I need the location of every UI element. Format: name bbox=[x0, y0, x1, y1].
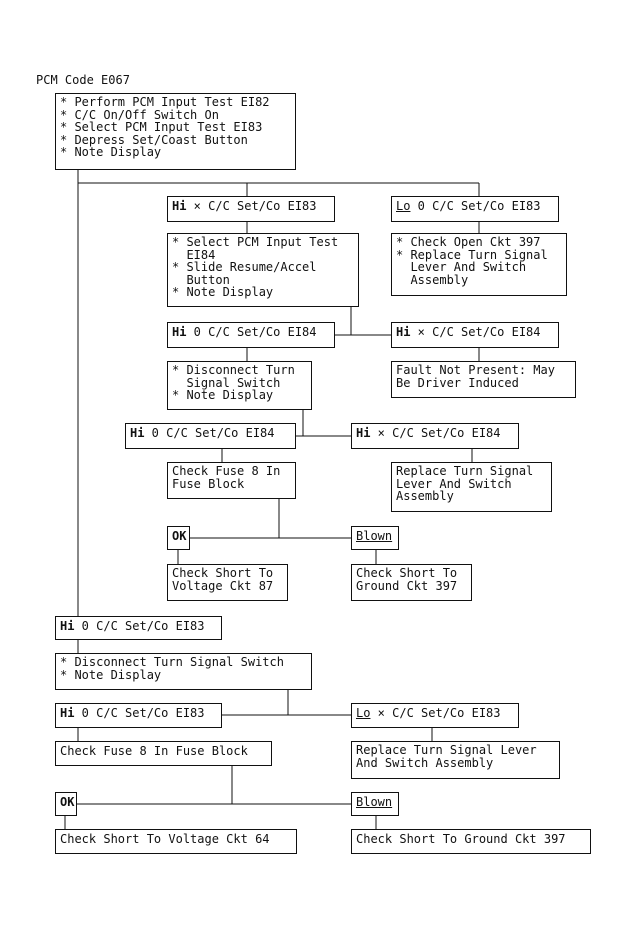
lo-0-ei83-result: Lo 0 C/C Set/Co EI83 bbox=[391, 196, 559, 222]
result-text: 0 C/C Set/Co EI84 bbox=[144, 426, 275, 440]
ok-label-b: OK bbox=[55, 792, 77, 816]
hi-0-ei83-result-a: Hi 0 C/C Set/Co EI83 bbox=[55, 616, 222, 640]
level-label: Lo bbox=[396, 199, 411, 213]
blown-label-a: Blown bbox=[351, 526, 399, 550]
select-ei84-step-box: * Select PCM Input Test EI84 * Slide Res… bbox=[167, 233, 359, 307]
page-title: PCM Code E067 bbox=[36, 73, 130, 87]
check-short-ground-397-box-b: Check Short To Ground Ckt 397 bbox=[351, 829, 591, 854]
check-short-ground-397-box-a: Check Short To Ground Ckt 397 bbox=[351, 564, 472, 601]
result-text: × C/C Set/Co EI83 bbox=[186, 199, 317, 213]
hi-x-ei84-result-b: Hi × C/C Set/Co EI84 bbox=[351, 423, 519, 449]
start-step-box: * Perform PCM Input Test EI82 * C/C On/O… bbox=[55, 93, 296, 170]
level-label: Hi bbox=[130, 426, 145, 440]
level-label: Hi bbox=[356, 426, 371, 440]
level-label: Hi bbox=[396, 325, 411, 339]
check-fuse-box-b: Check Fuse 8 In Fuse Block bbox=[55, 741, 272, 766]
lo-x-ei83-result: Lo × C/C Set/Co EI83 bbox=[351, 703, 519, 728]
hi-x-ei83-result: Hi × C/C Set/Co EI83 bbox=[167, 196, 335, 222]
level-label: Hi bbox=[172, 199, 187, 213]
level-label: Hi bbox=[172, 325, 187, 339]
disconnect-turn-signal-box-a: * Disconnect Turn Signal Switch * Note D… bbox=[167, 361, 312, 410]
hi-0-ei83-result-b: Hi 0 C/C Set/Co EI83 bbox=[55, 703, 222, 728]
level-label: Hi bbox=[60, 706, 75, 720]
result-text: 0 C/C Set/Co EI83 bbox=[74, 619, 205, 633]
replace-turn-signal-box-a: Replace Turn Signal Lever And Switch Ass… bbox=[391, 462, 552, 512]
check-open-ckt-box: * Check Open Ckt 397 * Replace Turn Sign… bbox=[391, 233, 567, 296]
hi-x-ei84-result-a: Hi × C/C Set/Co EI84 bbox=[391, 322, 559, 348]
result-text: × C/C Set/Co EI84 bbox=[410, 325, 541, 339]
disconnect-turn-signal-box-b: * Disconnect Turn Signal Switch * Note D… bbox=[55, 653, 312, 690]
result-text: 0 C/C Set/Co EI83 bbox=[410, 199, 541, 213]
blown-label-b: Blown bbox=[351, 792, 399, 816]
replace-turn-signal-box-b: Replace Turn Signal Lever And Switch Ass… bbox=[351, 741, 560, 779]
hi-0-ei84-result-b: Hi 0 C/C Set/Co EI84 bbox=[125, 423, 296, 449]
fault-not-present-box: Fault Not Present: May Be Driver Induced bbox=[391, 361, 576, 398]
hi-0-ei84-result-a: Hi 0 C/C Set/Co EI84 bbox=[167, 322, 335, 348]
ok-label-a: OK bbox=[167, 526, 190, 550]
check-short-voltage-64-box: Check Short To Voltage Ckt 64 bbox=[55, 829, 297, 854]
result-text: 0 C/C Set/Co EI83 bbox=[74, 706, 205, 720]
result-text: 0 C/C Set/Co EI84 bbox=[186, 325, 317, 339]
check-fuse-box-a: Check Fuse 8 In Fuse Block bbox=[167, 462, 296, 499]
result-text: × C/C Set/Co EI84 bbox=[370, 426, 501, 440]
result-text: × C/C Set/Co EI83 bbox=[370, 706, 501, 720]
level-label: Lo bbox=[356, 706, 371, 720]
check-short-voltage-87-box: Check Short To Voltage Ckt 87 bbox=[167, 564, 288, 601]
level-label: Hi bbox=[60, 619, 75, 633]
